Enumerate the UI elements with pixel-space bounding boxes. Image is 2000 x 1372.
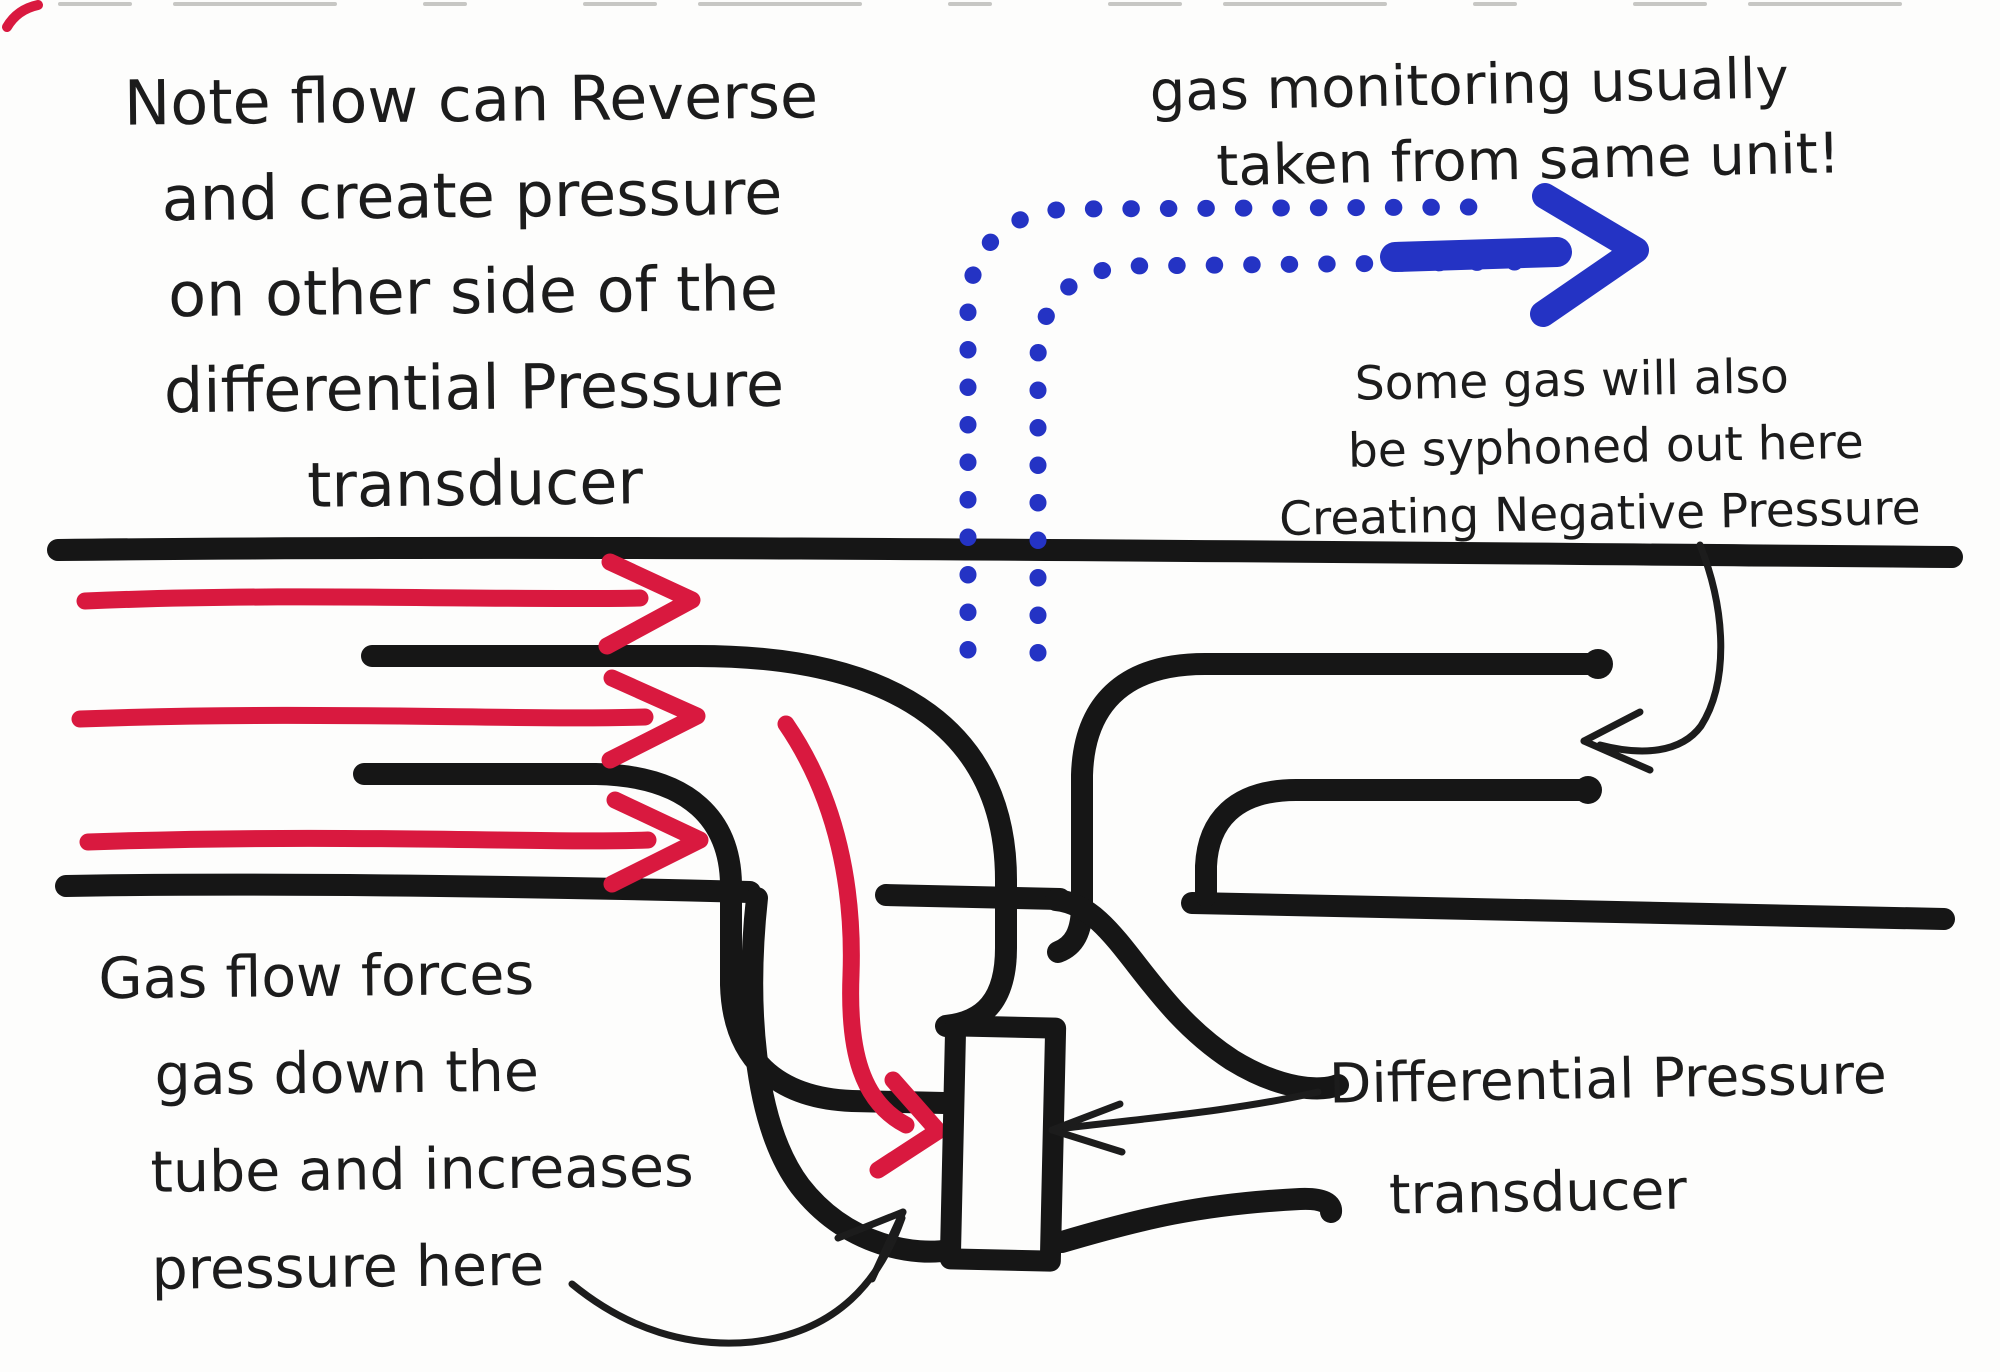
note-line: transducer <box>306 445 644 522</box>
note-line: differential Pressure <box>163 347 785 428</box>
annotation-arrow-syphon-icon <box>1580 541 1725 774</box>
note-flow-can-reverse: Note flow can Reverse and create pressur… <box>76 48 871 536</box>
right-syphon-tube <box>1047 649 1613 963</box>
note-line: transducer <box>1388 1157 1688 1227</box>
note-syphoned-negative-pressure: Some gas will also be syphoned out here … <box>1276 340 1969 553</box>
note-line: pressure here <box>151 1232 545 1303</box>
note-line: taken from same unit! <box>1215 121 1841 200</box>
note-line: be syphoned out here <box>1347 414 1865 479</box>
red-downtube-flow-arrow-icon <box>777 715 947 1179</box>
note-gas-flow-forces: Gas flow forces gas down the tube and in… <box>98 925 722 1319</box>
differential-pressure-transducer <box>939 1015 1067 1272</box>
blue-dotted-gas-path-icon <box>959 198 1527 662</box>
note-line: on other side of the <box>167 251 779 332</box>
note-line: Note flow can Reverse <box>123 59 819 140</box>
transducer-chamber <box>741 887 1349 1263</box>
note-line: Differential Pressure <box>1328 1041 1888 1116</box>
note-line: Creating Negative Pressure <box>1278 480 1922 548</box>
annotation-arrow-transducer-icon <box>1048 1088 1322 1156</box>
note-line: gas down the <box>154 1038 540 1109</box>
blue-flow-arrow-icon <box>1380 183 1649 327</box>
red-flow-arrow-icon <box>71 553 709 893</box>
main-pipe-walls <box>47 536 1963 930</box>
note-differential-pressure-transducer: Differential Pressure transducer <box>1328 1016 1982 1251</box>
note-line: and create pressure <box>161 155 783 236</box>
note-gas-monitoring: gas monitoring usually taken from same u… <box>1078 40 1861 208</box>
red-corner-mark <box>2 0 43 32</box>
left-pressure-pickup-tube <box>353 644 1017 1114</box>
note-line: tube and increases <box>150 1134 694 1206</box>
annotation-arrow-pressure-here-icon <box>568 1208 907 1347</box>
note-line: Gas flow forces <box>98 941 535 1013</box>
note-line: Some gas will also <box>1354 349 1790 412</box>
